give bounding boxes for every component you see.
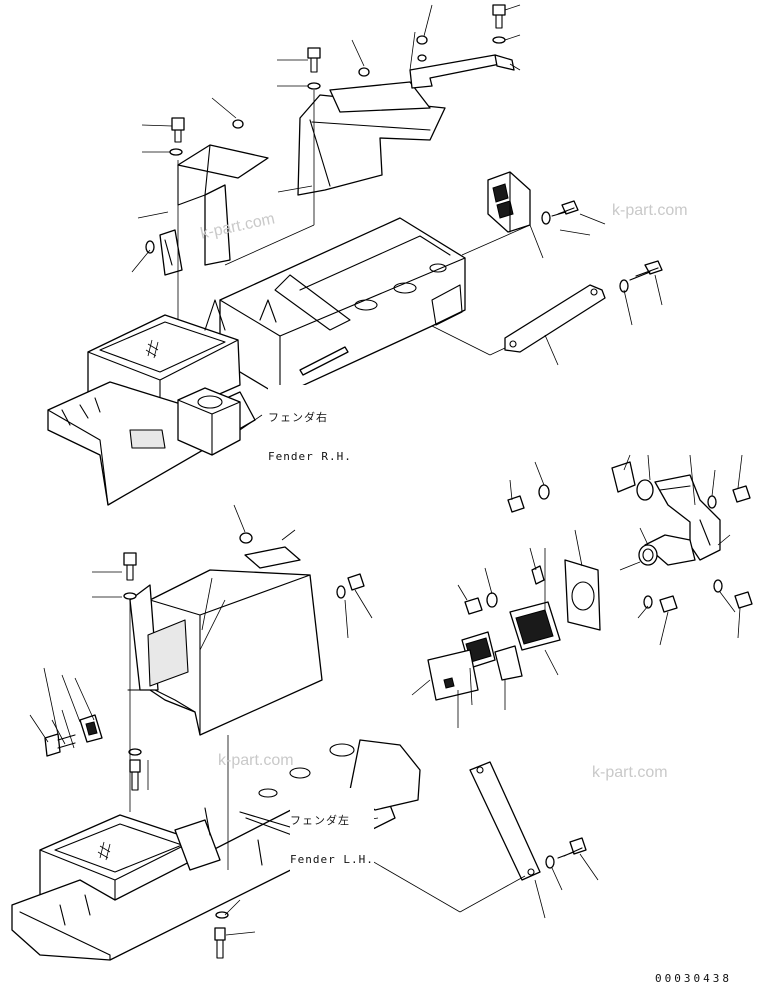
pipe-assembly: [611, 461, 721, 566]
fender-rh-jp-label: フェンダ右: [268, 411, 328, 424]
drawing-code: 00030438: [655, 972, 732, 985]
receptacle-box: [487, 171, 531, 233]
upper-fasteners: [145, 4, 663, 293]
fender-rh-en-label: Fender R.H.: [268, 450, 352, 463]
upper-rod-bracket: [409, 54, 515, 89]
lower-small-brackets: [44, 714, 103, 757]
fender-rh-label: フェンダ右 Fender R.H.: [268, 385, 352, 476]
fender-lh-jp-label: フェンダ左: [290, 814, 350, 827]
fender-lh-label: フェンダ左 Fender L.H.: [290, 788, 374, 879]
watermark-lower-right: k-part.com: [592, 764, 668, 781]
fender-rh-assembly: [47, 217, 466, 506]
watermark-top-right: k-part.com: [612, 202, 688, 219]
fender-lh-en-label: Fender L.H.: [290, 853, 374, 866]
lower-fasteners: [123, 484, 753, 959]
link-rod-lower: [469, 761, 541, 881]
leader-lines: [29, 4, 743, 936]
fender-lh-cover: [127, 546, 323, 736]
upper-cover-plate: [297, 81, 446, 196]
link-rod-right: [504, 284, 606, 353]
upper-bracket-left: [159, 144, 269, 276]
receptacle-assembly: [427, 559, 601, 701]
watermark-middle: k-part.com: [218, 752, 294, 769]
